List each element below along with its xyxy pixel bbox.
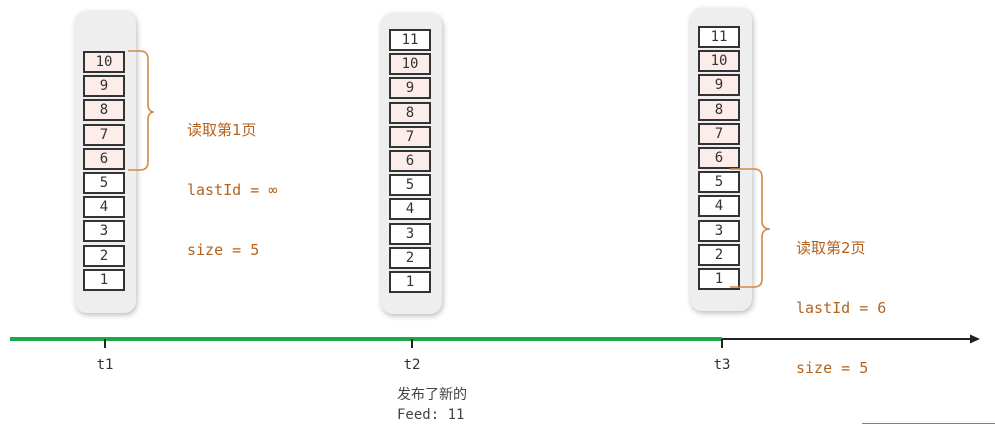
page1-bracket — [128, 50, 155, 171]
feed-cell: 5 — [83, 172, 125, 194]
feed-cell: 4 — [698, 195, 740, 218]
feed-cell: 7 — [389, 125, 431, 148]
page1-size: size = 5 — [187, 241, 260, 259]
feed-cell: 3 — [389, 222, 431, 245]
timeline-label-t2: t2 — [403, 357, 421, 373]
page2-annotation: 读取第2页 lastId = 6 size = 5 — [796, 198, 886, 398]
feed-cell: 7 — [698, 122, 740, 145]
feed-cell: 8 — [83, 99, 125, 122]
feed-cell: 6 — [83, 147, 125, 170]
feed-cell: 2 — [389, 246, 431, 269]
event-title: 发布了新的 — [397, 387, 467, 403]
timeline-event: 发布了新的 Feed: 11 — [397, 385, 467, 425]
feed-cell: 7 — [83, 123, 125, 146]
page2-lastid: lastId = 6 — [796, 299, 887, 317]
decorative-red-line — [862, 423, 995, 424]
feed-cell: 10 — [83, 51, 125, 73]
feed-cell: 9 — [83, 75, 125, 98]
feed-cell: 8 — [389, 101, 431, 124]
page1-lastid: lastId = ∞ — [187, 181, 278, 199]
page1-title: 读取第1页 — [187, 121, 257, 139]
feed-cell: 5 — [698, 171, 740, 194]
feed-cell: 4 — [83, 196, 125, 219]
timeline — [10, 334, 980, 348]
feed-cell: 6 — [389, 150, 431, 172]
feed-cell: 9 — [389, 77, 431, 100]
page1-annotation: 读取第1页 lastId = ∞ size = 5 — [187, 80, 277, 280]
feed-cell: 6 — [698, 147, 740, 169]
timeline-label-t3: t3 — [713, 357, 731, 373]
page2-bracket — [730, 168, 771, 288]
timeline-arrowhead — [970, 334, 980, 344]
feed-cell: 3 — [83, 220, 125, 243]
feed-cell: 1 — [698, 268, 740, 290]
page2-size: size = 5 — [796, 359, 869, 377]
feed-cell: 8 — [698, 98, 740, 121]
feed-cell: 2 — [698, 243, 740, 266]
feed-cell: 9 — [698, 74, 740, 97]
feed-cell: 1 — [83, 268, 125, 291]
feed-cell: 11 — [698, 26, 740, 48]
feed-cell: 10 — [698, 50, 740, 73]
page2-title: 读取第2页 — [796, 239, 866, 257]
feed-cell: 10 — [389, 53, 431, 76]
timeline-label-t1: t1 — [96, 357, 114, 373]
feed-cell: 11 — [389, 29, 431, 51]
event-detail: Feed: 11 — [397, 407, 465, 423]
feed-cell: 3 — [698, 219, 740, 242]
feed-cell: 5 — [389, 174, 431, 197]
feed-cell: 1 — [389, 271, 431, 293]
feed-cell: 4 — [389, 198, 431, 221]
feed-cell: 2 — [83, 244, 125, 267]
